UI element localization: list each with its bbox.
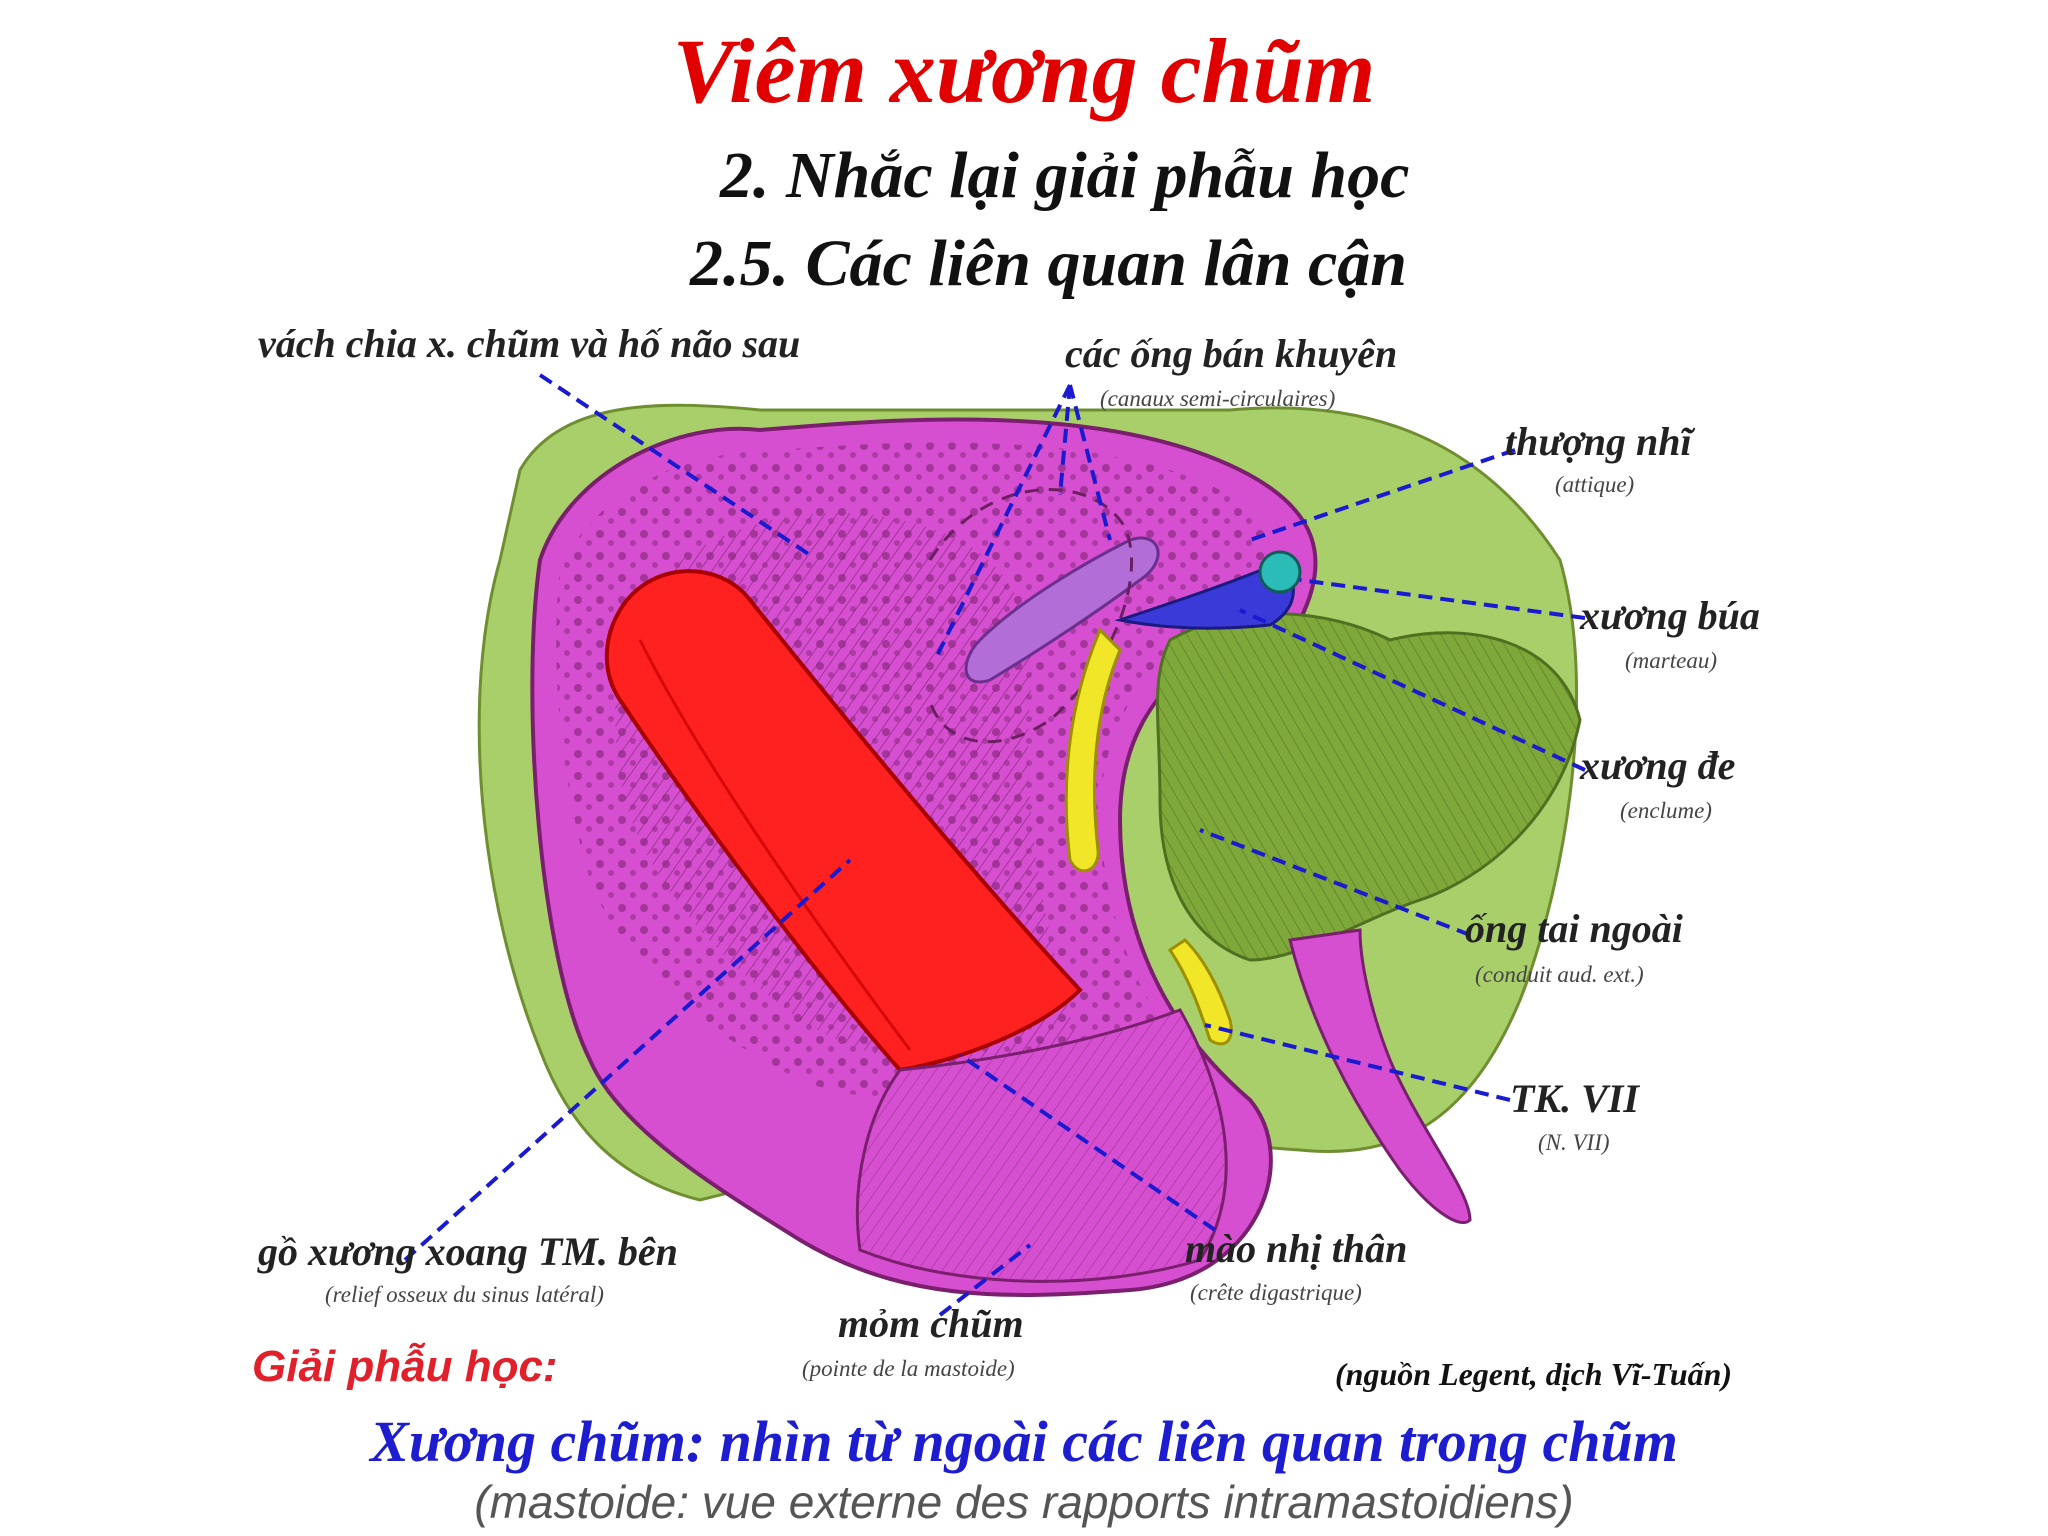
label-ong-tai-ngoai-fr: (conduit aud. ext.) bbox=[1475, 962, 1644, 987]
mastoid-tip-hatching bbox=[857, 1010, 1227, 1282]
label-ong-ban-khuyen-fr: (canaux semi-circulaires) bbox=[1100, 386, 1336, 411]
label-xuong-bua-fr: (marteau) bbox=[1625, 648, 1717, 673]
caption-vietnamese: Xương chũm: nhìn từ ngoài các liên quan … bbox=[370, 1409, 1678, 1474]
label-xuong-bua: xương búa bbox=[1580, 593, 1760, 638]
subsection-heading: 2.5. Các liên quan lân cận bbox=[690, 227, 1407, 300]
label-xuong-de: xương đe bbox=[1580, 743, 1736, 788]
caption-french: (mastoide: vue externe des rapports intr… bbox=[474, 1476, 1574, 1528]
lateral-sinus-relief bbox=[604, 569, 1083, 1073]
leader-go bbox=[403, 858, 852, 1262]
leader-lines bbox=[403, 373, 1586, 1317]
slide-title: Viêm xương chũm bbox=[672, 20, 1376, 122]
leader-vach bbox=[538, 373, 812, 557]
leader-thuong-nhi bbox=[1249, 448, 1516, 542]
label-mao-nhi-than: mào nhị thân bbox=[1185, 1226, 1408, 1271]
label-mom-chum: mỏm chũm bbox=[838, 1301, 1024, 1346]
label-ong-tai-ngoai: ống tai ngoài bbox=[1465, 906, 1683, 951]
label-vach-chia: vách chia x. chũm và hố não sau bbox=[258, 321, 801, 366]
label-xuong-de-fr: (enclume) bbox=[1620, 798, 1712, 823]
lateral-sinus-shading bbox=[638, 639, 912, 1051]
label-go-xuong-fr: (relief osseux du sinus latéral) bbox=[325, 1282, 604, 1307]
facial-nerve-lower bbox=[1167, 938, 1233, 1046]
malleus-head bbox=[1258, 550, 1302, 594]
facial-nerve bbox=[1064, 627, 1122, 873]
leader-canals-1 bbox=[933, 384, 1072, 661]
label-mao-nhi-than-fr: (crête digastrique) bbox=[1190, 1280, 1362, 1305]
leader-canals-3 bbox=[1068, 384, 1112, 541]
leader-mao bbox=[958, 1053, 1217, 1232]
label-thuong-nhi-fr: (attique) bbox=[1555, 472, 1635, 497]
label-ong-ban-khuyen: các ống bán khuyên bbox=[1065, 331, 1398, 376]
label-tk7-fr: (N. VII) bbox=[1538, 1130, 1610, 1155]
semicircular-canals bbox=[964, 536, 1160, 684]
leader-xuong-bua bbox=[1299, 578, 1586, 620]
label-mom-chum-fr: (pointe de la mastoide) bbox=[802, 1356, 1015, 1381]
label-go-xuong: gồ xương xoang TM. bên bbox=[258, 1229, 678, 1274]
canal-outline-dashed bbox=[928, 487, 1134, 744]
ossicles-hatching bbox=[1157, 613, 1580, 960]
source-credit: (nguồn Legent, dịch Vĩ-Tuấn) bbox=[1335, 1356, 1733, 1392]
leader-mom bbox=[938, 1243, 1032, 1317]
leader-canals-2 bbox=[1058, 384, 1072, 496]
external-auditory-canal bbox=[1288, 928, 1472, 1225]
leader-xuong-de bbox=[1239, 608, 1586, 772]
label-thuong-nhi: thượng nhĩ bbox=[1505, 419, 1692, 464]
leader-tk7 bbox=[1204, 1023, 1511, 1102]
section-heading: 2. Nhắc lại giải phẫu học bbox=[720, 139, 1410, 212]
malleus bbox=[1114, 558, 1295, 630]
footer-heading: Giải phẫu học: bbox=[252, 1342, 558, 1391]
leader-ong-tai bbox=[1199, 828, 1471, 937]
label-tk7: TK. VII bbox=[1510, 1076, 1639, 1121]
